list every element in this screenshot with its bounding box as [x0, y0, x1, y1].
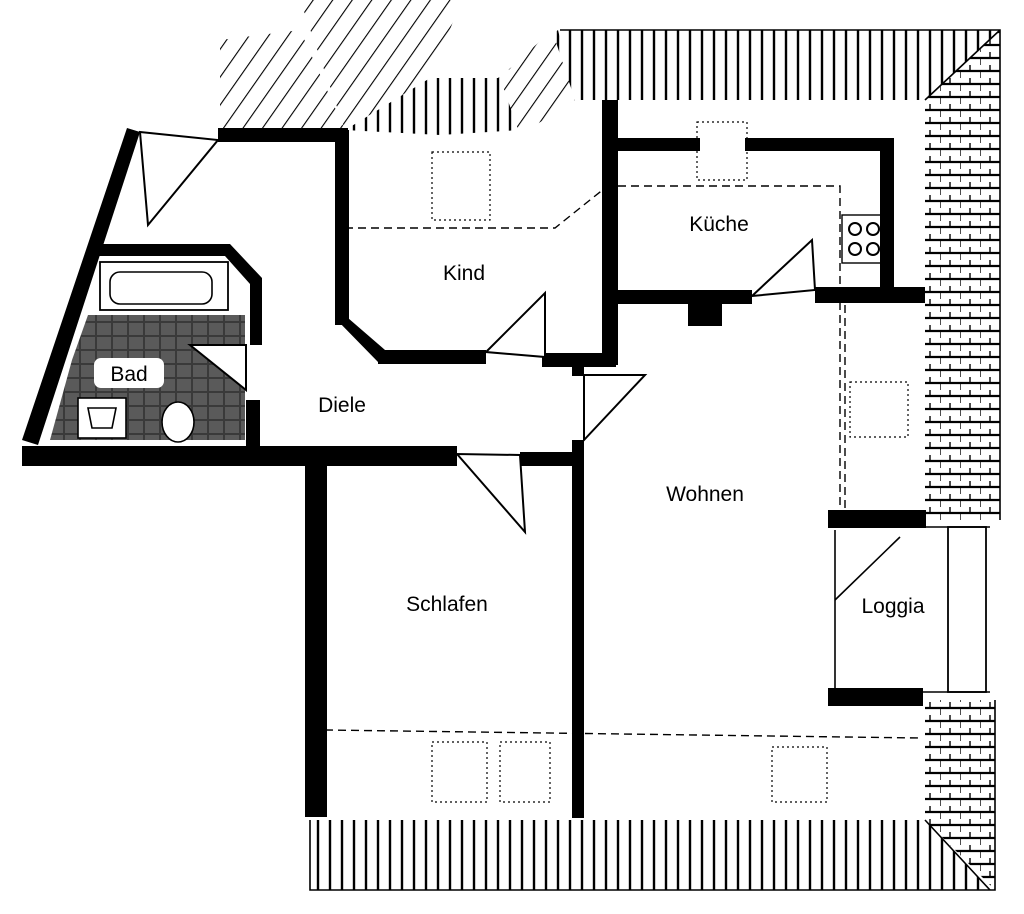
room-label-bad: Bad: [110, 363, 147, 386]
room-label-schlafen: Schlafen: [406, 593, 488, 616]
slope-lines: [324, 185, 921, 739]
stove-icon: [841, 214, 885, 264]
walls: [22, 100, 926, 818]
room-label-kueche: Küche: [689, 213, 749, 236]
room-label-diele: Diele: [318, 394, 366, 417]
bad-label-background: [94, 358, 164, 388]
fixtures: [77, 214, 990, 693]
room-labels: Kind Küche Bad Diele Wohnen Schlafen Log…: [94, 213, 925, 618]
room-label-kind: Kind: [443, 262, 485, 285]
roof-area: [220, 0, 1001, 891]
doors: [138, 130, 817, 535]
room-label-loggia: Loggia: [861, 595, 924, 618]
toilet-icon: [161, 401, 195, 443]
room-label-wohnen: Wohnen: [666, 483, 744, 506]
loggia-railing: [828, 526, 990, 693]
